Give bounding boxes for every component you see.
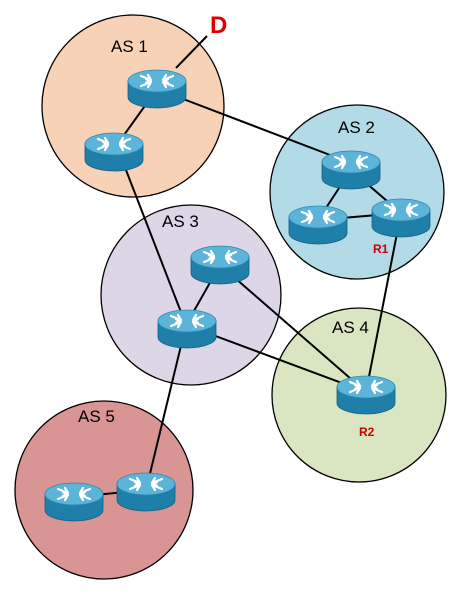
link-as3-to-as5: [145, 324, 187, 491]
as5-label: AS 5: [78, 407, 115, 426]
router-icon[interactable]: [320, 149, 382, 191]
link-as1-to-as3: [118, 151, 187, 326]
router-icon[interactable]: [156, 308, 218, 350]
as2-label: AS 2: [338, 118, 375, 137]
router-r2-icon[interactable]: [335, 374, 397, 416]
router-r1-icon[interactable]: [370, 197, 432, 239]
as3-label: AS 3: [162, 212, 199, 231]
router-icon[interactable]: [126, 68, 188, 110]
link-r1-to-r2: [365, 212, 402, 393]
router-icon[interactable]: [83, 131, 145, 173]
link-as1-top-to-destination: [175, 35, 208, 69]
as4-label: AS 4: [332, 318, 369, 337]
as1-label: AS 1: [111, 37, 148, 56]
router-icon[interactable]: [287, 204, 349, 246]
r1-label: R1: [373, 242, 389, 256]
router-icon[interactable]: [43, 481, 105, 523]
destination-label: D: [210, 12, 227, 39]
router-icon[interactable]: [189, 244, 251, 286]
router-icon[interactable]: [115, 471, 177, 513]
as5-area: [14, 400, 194, 580]
r2-label: R2: [359, 425, 375, 439]
link-as1-to-as2: [156, 88, 352, 164]
link-as3-top-to-r2: [219, 264, 367, 393]
